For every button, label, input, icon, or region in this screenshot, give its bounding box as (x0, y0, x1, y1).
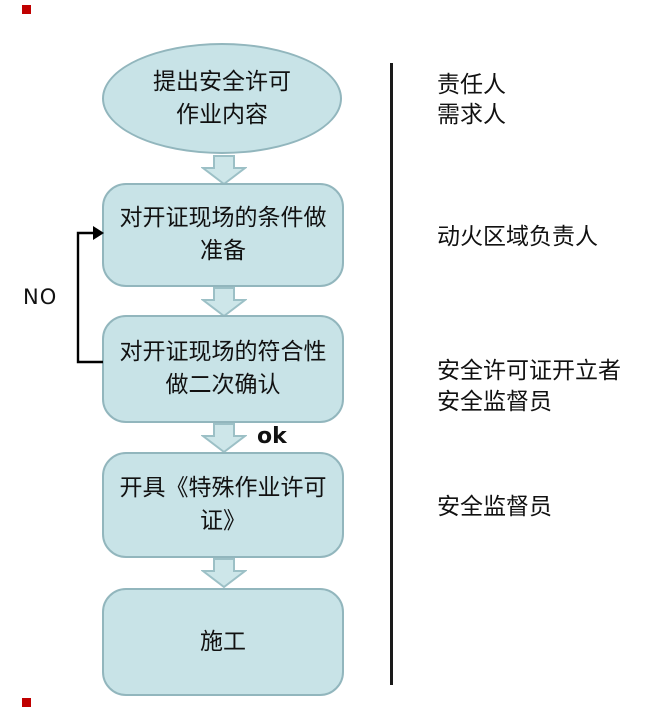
flow-node-confirm-line1: 对开证现场的符合性 (119, 339, 327, 365)
flow-node-construction-line1: 施工 (200, 628, 246, 655)
block-arrow-down-3 (201, 423, 247, 453)
role-label-requester-line1: 责任人 (437, 72, 506, 98)
flow-node-issue-permit-line1: 开具《特殊作业许可 (119, 475, 327, 501)
flow-node-prepare: 对开证现场的条件做 准备 (102, 183, 344, 287)
role-label-permit-issuer: 安全许可证开立者 安全监督员 (437, 356, 621, 418)
flow-node-confirm-line2: 做二次确认 (165, 372, 281, 398)
role-label-area-owner: 动火区域负责人 (437, 222, 598, 252)
flow-node-issue-permit: 开具《特殊作业许可 证》 (102, 452, 344, 558)
role-label-supervisor: 安全监督员 (437, 492, 552, 522)
flow-node-confirm: 对开证现场的符合性 做二次确认 (102, 315, 344, 423)
flow-node-issue-permit-line2: 证》 (200, 508, 246, 534)
role-label-permit-issuer-line2: 安全监督员 (437, 389, 552, 415)
block-arrow-down-1 (201, 155, 247, 185)
flow-node-start: 提出安全许可 作业内容 (102, 43, 342, 154)
flow-node-prepare-line1: 对开证现场的条件做 (119, 205, 327, 231)
role-label-area-owner-line1: 动火区域负责人 (437, 224, 598, 250)
block-arrow-down-2 (201, 287, 247, 317)
no-feedback-arrow (76, 226, 104, 364)
ok-branch-label: ok (257, 424, 287, 449)
red-anchor-marker-bottom (22, 698, 31, 707)
block-arrow-down-4 (201, 558, 247, 588)
red-anchor-marker-top (22, 5, 31, 14)
flow-node-start-line1: 提出安全许可 (153, 68, 291, 95)
flow-node-construction: 施工 (102, 588, 344, 696)
divider-line (390, 63, 393, 685)
no-branch-label: NO (23, 285, 58, 309)
role-label-requester: 责任人 需求人 (437, 70, 506, 130)
flow-node-prepare-line2: 准备 (200, 238, 246, 264)
role-label-supervisor-line1: 安全监督员 (437, 494, 552, 520)
role-label-requester-line2: 需求人 (437, 102, 506, 128)
flow-node-start-line2: 作业内容 (176, 101, 268, 128)
role-label-permit-issuer-line1: 安全许可证开立者 (437, 358, 621, 384)
